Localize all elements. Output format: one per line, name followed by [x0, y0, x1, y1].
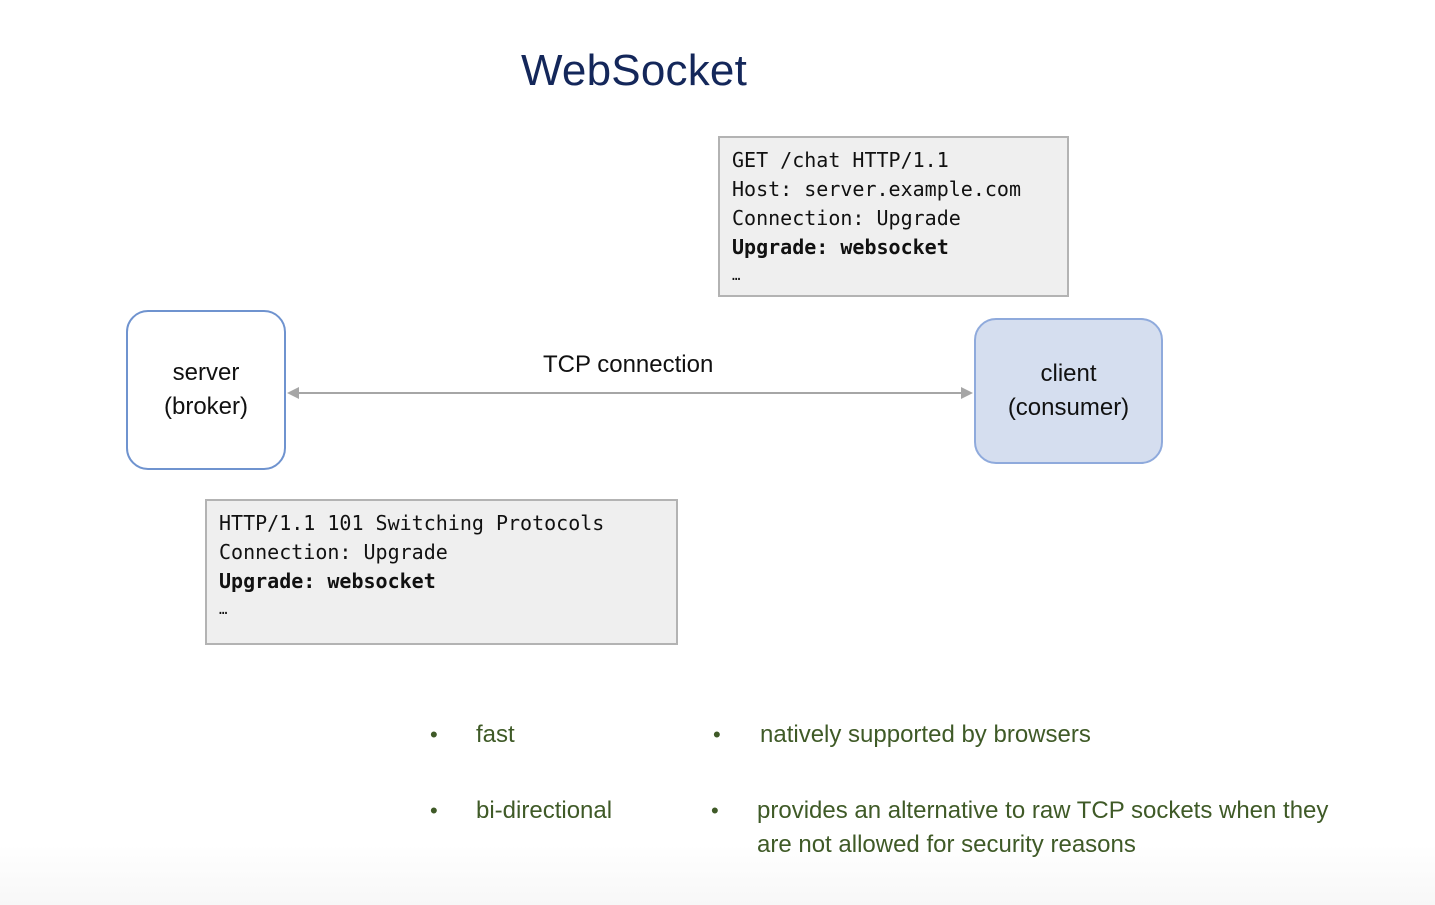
server-node: server (broker) — [126, 310, 286, 470]
bullet-text: fast — [476, 721, 515, 748]
client-label: client — [1040, 360, 1097, 387]
bullet-text: natively supported by browsers — [760, 721, 1091, 748]
slide-title: WebSocket — [521, 46, 747, 95]
bullet-text-line-2: are not allowed for security reasons — [757, 831, 1136, 858]
response-ellipsis: … — [219, 602, 228, 618]
server-label: server — [172, 359, 240, 386]
response-status-line: HTTP/1.1 101 Switching Protocols — [219, 511, 605, 535]
bullet-marker: • — [713, 722, 721, 747]
request-upgrade-header: Upgrade: websocket — [732, 235, 949, 259]
client-node: client (consumer) — [974, 318, 1163, 464]
server-role-label: (broker) — [163, 393, 248, 420]
http-response-box: HTTP/1.1 101 Switching Protocols Connect… — [205, 499, 678, 645]
bullet-marker: • — [430, 798, 438, 823]
http-request-box: GET /chat HTTP/1.1 Host: server.example.… — [718, 136, 1069, 297]
bullet-text-line-1: provides an alternative to raw TCP socke… — [757, 797, 1329, 824]
response-upgrade-header: Upgrade: websocket — [219, 569, 436, 593]
bullet-marker: • — [430, 722, 438, 747]
tcp-connection-label: TCP connection — [543, 351, 714, 378]
response-connection-header: Connection: Upgrade — [219, 540, 448, 564]
request-ellipsis: … — [732, 268, 741, 284]
request-connection-header: Connection: Upgrade — [732, 206, 961, 230]
bullet-marker: • — [711, 798, 719, 823]
bullet-text: bi-directional — [476, 797, 613, 824]
request-line: GET /chat HTTP/1.1 — [732, 148, 949, 172]
client-role-label: (consumer) — [1007, 394, 1130, 421]
arrowhead-left — [287, 387, 299, 399]
request-host-header: Host: server.example.com — [732, 177, 1021, 201]
background-fade — [0, 845, 1435, 905]
arrowhead-right — [961, 387, 973, 399]
